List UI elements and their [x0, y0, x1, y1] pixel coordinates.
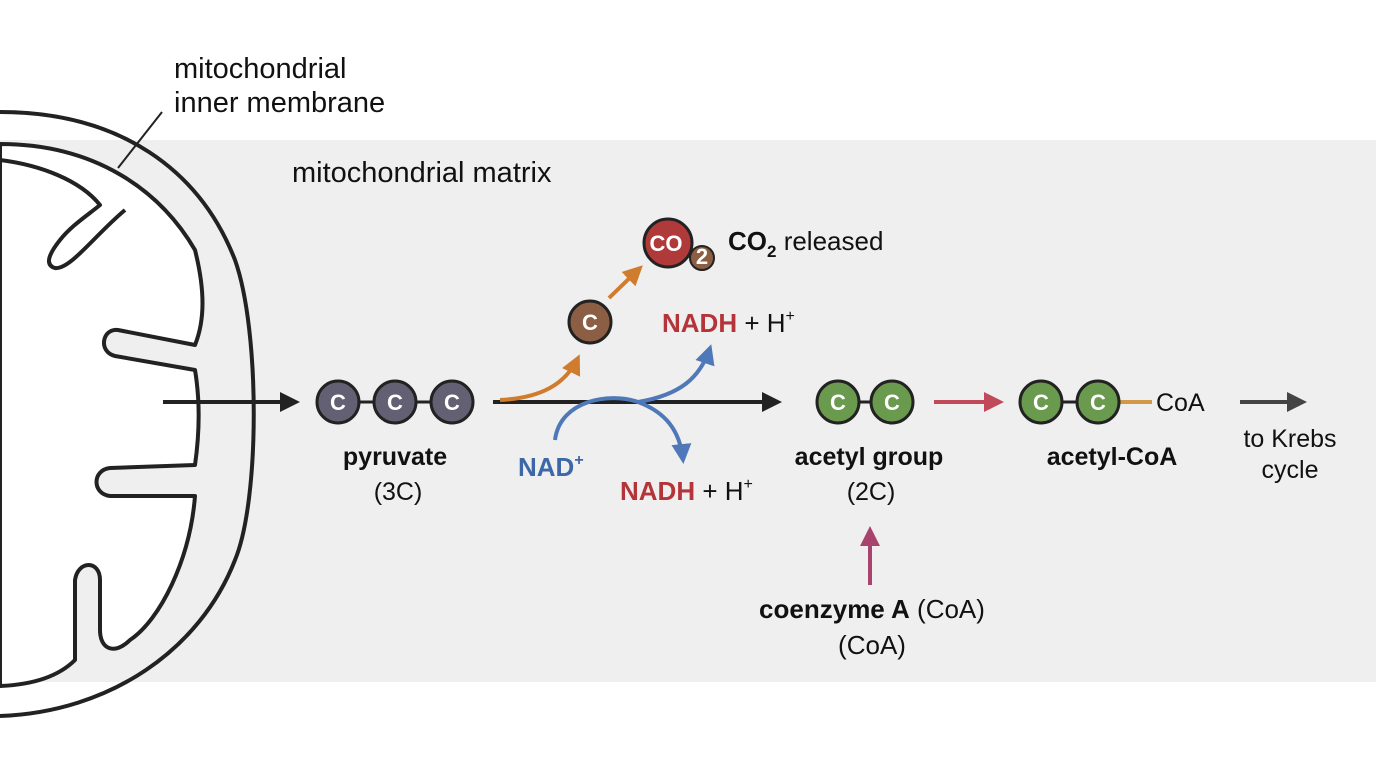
released-carbon-label: C: [582, 310, 598, 335]
coenzyme-label: coenzyme A (CoA): [759, 594, 985, 624]
krebs-label-line2: cycle: [1262, 456, 1319, 484]
pyruvate-carbon-2: [372, 379, 418, 425]
acetyl-coa-carbon-2-label: C: [1090, 390, 1106, 415]
nadh-bottom-label: NADH + H+: [620, 476, 753, 506]
pyruvate-name: pyruvate: [343, 443, 447, 471]
acetyl-group-name: acetyl group: [795, 443, 944, 471]
acetyl-coa-carbon-1-label: C: [1033, 390, 1049, 415]
membrane-pointer-line: [117, 111, 163, 169]
acetyl-carbon-1-label: C: [830, 390, 846, 415]
membrane-label-line2: inner membrane: [174, 87, 385, 119]
pyruvate-carbon-3: [429, 379, 475, 425]
co2-atom-label: CO: [650, 231, 683, 256]
coenzyme-label-line2: (CoA): [838, 630, 906, 660]
nadh-formation-arrow: [637, 344, 715, 404]
matrix-label: mitochondrial matrix: [292, 157, 552, 189]
krebs-label-line1: to Krebs: [1243, 425, 1336, 453]
acetyl-group-detail: (2C): [847, 478, 896, 506]
nad-reduction-arrow: [553, 396, 692, 464]
pyruvate-carbon-3-label: C: [444, 390, 460, 415]
pyruvate-detail: (3C): [374, 478, 423, 506]
pyruvate-carbon-1-label: C: [330, 390, 346, 415]
acetyl-carbon-1: [815, 379, 861, 425]
membrane-label-line1: mitochondrial: [174, 53, 346, 85]
coa-label: CoA: [1156, 389, 1205, 417]
acetyl-carbon-2: [869, 379, 915, 425]
nadh-top-label: NADH + H+: [662, 308, 795, 338]
pyruvate-carbon-1: [315, 379, 361, 425]
pyruvate-carbon-2-label: C: [387, 390, 403, 415]
co2-release-arrow: [607, 265, 643, 300]
acetyl-carbon-2-label: C: [884, 390, 900, 415]
released-carbon: [567, 299, 613, 345]
acetyl-coa-carbon-1: [1018, 379, 1064, 425]
acetyl-coa-molecule: C C: [1018, 379, 1152, 425]
nad-plus-label: NAD+: [518, 452, 584, 482]
co2-molecule: CO 2: [642, 217, 715, 271]
pyruvate-molecule: C C C: [315, 379, 475, 425]
co2-released-label: CO2 released: [728, 226, 883, 261]
acetyl-coa-carbon-2: [1075, 379, 1121, 425]
acetyl-group-molecule: C C: [815, 379, 915, 425]
acetyl-coa-name: acetyl-CoA: [1047, 443, 1178, 471]
mitochondrion-membrane: [0, 110, 256, 718]
carbon-release-arrow: [499, 354, 581, 402]
co2-atom-subscript: 2: [696, 244, 708, 269]
